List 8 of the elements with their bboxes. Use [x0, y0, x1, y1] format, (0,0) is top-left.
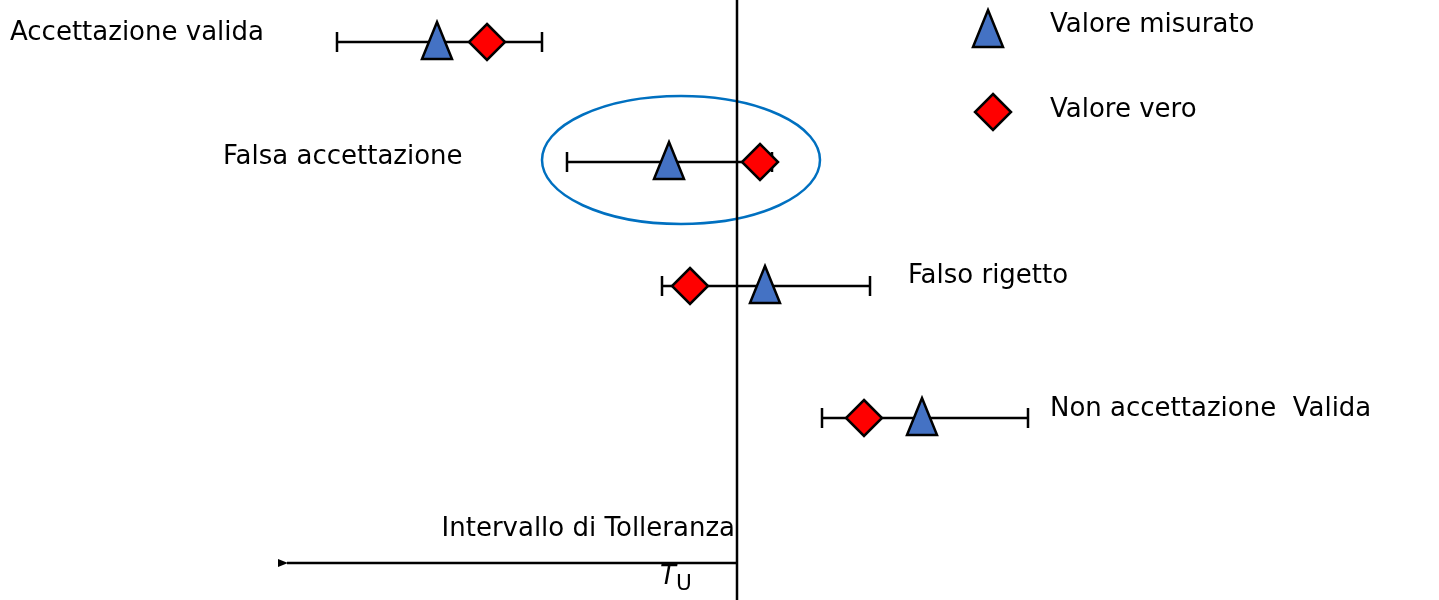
row-label: Intervallo di Tolleranza	[441, 512, 735, 542]
row-label: Falsa accettazione	[223, 140, 463, 170]
legend-label: Valore misurato	[1050, 8, 1255, 38]
row-label: Falso rigetto	[908, 259, 1069, 289]
row-label: Non accettazione Valida	[1050, 392, 1372, 422]
row-label: Accettazione valida	[10, 16, 264, 46]
limit-symbol: T$_{U}$	[660, 560, 692, 598]
legend-label: Valore vero	[1050, 93, 1197, 123]
